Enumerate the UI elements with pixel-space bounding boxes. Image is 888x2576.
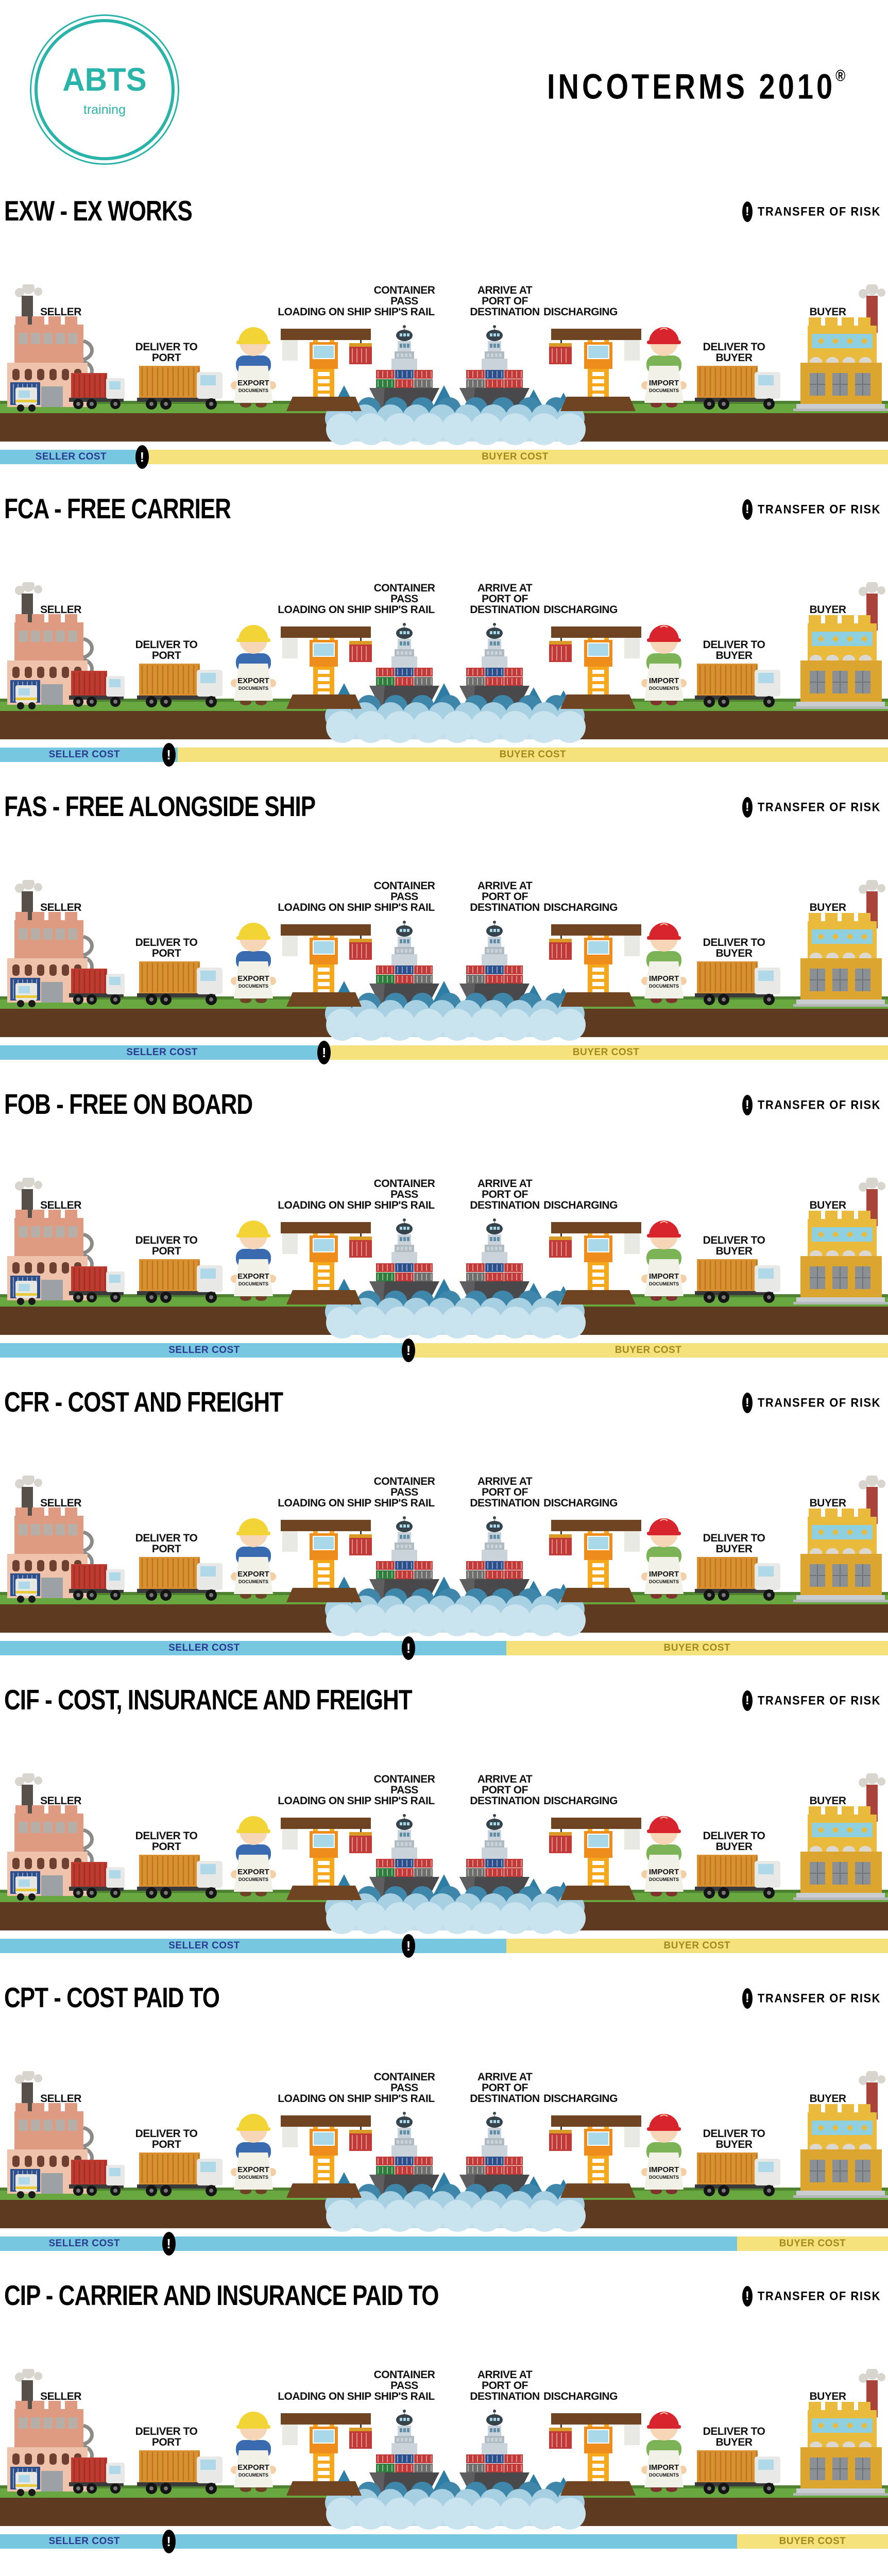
incoterm-title: CIP - CARRIER AND INSURANCE PAID TO <box>4 2280 439 2312</box>
incoterm-scene <box>0 284 888 445</box>
seller-cost-label: SELLER COST <box>48 749 121 760</box>
registered-mark: ® <box>835 66 846 85</box>
seller-cost-label: SELLER COST <box>48 2536 121 2547</box>
seller-cost-segment <box>0 1045 325 1060</box>
incoterm-title: FAS - FREE ALONGSIDE SHIP <box>4 791 316 823</box>
incoterm-scene <box>0 1178 888 1338</box>
cost-bar: SELLER COST BUYER COST ! <box>0 2530 888 2553</box>
transfer-of-risk-legend: ! TRANSFER OF RISK <box>742 2286 881 2307</box>
transfer-of-risk-label: TRANSFER OF RISK <box>757 1097 881 1112</box>
risk-marker: ! <box>402 1338 416 1362</box>
incoterm-scene <box>0 2071 888 2232</box>
page-header: ABTS training INCOTERMS 2010® <box>0 0 888 193</box>
risk-marker: ! <box>135 445 149 469</box>
seller-cost-label: SELLER COST <box>48 2238 121 2249</box>
exclamation-icon: ! <box>742 797 753 818</box>
risk-marker: ! <box>162 2530 176 2553</box>
page-title: INCOTERMS 2010® <box>547 66 846 107</box>
incoterm-scene <box>0 1773 888 1934</box>
buyer-cost-label: BUYER COST <box>614 1345 682 1355</box>
seller-cost-label: SELLER COST <box>168 1345 240 1355</box>
buyer-cost-label: BUYER COST <box>663 1642 731 1653</box>
transfer-of-risk-label: TRANSFER OF RISK <box>757 502 881 517</box>
transfer-of-risk-label: TRANSFER OF RISK <box>757 800 881 815</box>
risk-marker: ! <box>317 1041 331 1064</box>
cost-bar: SELLER COST BUYER COST ! <box>0 743 888 767</box>
incoterm-row: CIP - CARRIER AND INSURANCE PAID TO ! TR… <box>0 2278 888 2575</box>
cost-bar: SELLER COST BUYER COST ! <box>0 1041 888 1064</box>
transfer-of-risk-legend: ! TRANSFER OF RISK <box>742 1095 881 1115</box>
transfer-of-risk-label: TRANSFER OF RISK <box>757 1693 881 1708</box>
seller-cost-label: SELLER COST <box>35 451 107 462</box>
risk-marker: ! <box>402 1636 416 1660</box>
abts-logo: ABTS training <box>30 14 179 165</box>
incoterm-title: CFR - COST AND FREIGHT <box>4 1386 283 1418</box>
seller-cost-segment <box>0 1939 506 1953</box>
incoterm-scene <box>0 880 888 1041</box>
seller-cost-segment <box>0 748 178 762</box>
transfer-of-risk-label: TRANSFER OF RISK <box>757 1395 881 1410</box>
incoterm-row: FOB - FREE ON BOARD ! TRANSFER OF RISK S… <box>0 1087 888 1384</box>
transfer-of-risk-legend: ! TRANSFER OF RISK <box>742 1690 881 1711</box>
seller-cost-label: SELLER COST <box>126 1047 198 1058</box>
cost-bar: SELLER COST BUYER COST ! <box>0 1338 888 1362</box>
seller-cost-label: SELLER COST <box>168 1642 240 1653</box>
cost-bar: SELLER COST BUYER COST ! <box>0 1636 888 1660</box>
incoterm-row: CPT - COST PAID TO ! TRANSFER OF RISK SE… <box>0 1980 888 2278</box>
incoterm-title: FOB - FREE ON BOARD <box>4 1089 253 1121</box>
incoterm-title: CIF - COST, INSURANCE AND FREIGHT <box>4 1684 413 1716</box>
transfer-of-risk-legend: ! TRANSFER OF RISK <box>742 797 881 818</box>
exclamation-icon: ! <box>742 1393 753 1413</box>
incoterm-row: FAS - FREE ALONGSIDE SHIP ! TRANSFER OF … <box>0 789 888 1087</box>
exclamation-icon: ! <box>742 201 753 222</box>
exclamation-icon: ! <box>742 1988 753 2009</box>
transfer-of-risk-legend: ! TRANSFER OF RISK <box>742 201 881 222</box>
abts-logo-text: ABTS <box>62 61 147 98</box>
buyer-cost-label: BUYER COST <box>663 1940 731 1951</box>
buyer-cost-label: BUYER COST <box>779 2238 846 2249</box>
risk-marker: ! <box>162 743 176 767</box>
incoterm-row: CFR - COST AND FREIGHT ! TRANSFER OF RIS… <box>0 1384 888 1682</box>
exclamation-icon: ! <box>742 499 753 520</box>
seller-cost-label: SELLER COST <box>168 1940 240 1951</box>
risk-marker: ! <box>162 2232 176 2256</box>
seller-cost-segment <box>0 1343 409 1358</box>
seller-cost-segment <box>0 1641 506 1655</box>
exclamation-icon: ! <box>742 2286 753 2307</box>
transfer-of-risk-label: TRANSFER OF RISK <box>757 1991 881 2006</box>
transfer-of-risk-label: TRANSFER OF RISK <box>757 2289 881 2303</box>
transfer-of-risk-legend: ! TRANSFER OF RISK <box>742 1988 881 2009</box>
incoterm-row: FCA - FREE CARRIER ! TRANSFER OF RISK SE… <box>0 491 888 789</box>
incoterm-scene <box>0 2369 888 2530</box>
seller-cost-segment <box>0 2236 737 2251</box>
buyer-cost-label: BUYER COST <box>482 451 549 462</box>
cost-bar: SELLER COST BUYER COST ! <box>0 1934 888 1958</box>
exclamation-icon: ! <box>742 1095 753 1115</box>
incoterm-title: CPT - COST PAID TO <box>4 1982 220 2014</box>
buyer-cost-label: BUYER COST <box>779 2536 846 2547</box>
abts-logo-ring: ABTS training <box>35 19 175 160</box>
incoterm-scene <box>0 582 888 743</box>
incoterm-title: EXW - EX WORKS <box>4 195 193 227</box>
abts-logo-subtext: training <box>83 103 126 117</box>
incoterm-row: EXW - EX WORKS ! TRANSFER OF RISK SELLER… <box>0 193 888 491</box>
incoterm-title: FCA - FREE CARRIER <box>4 493 231 525</box>
seller-cost-segment <box>0 2534 737 2549</box>
cost-bar: SELLER COST BUYER COST ! <box>0 445 888 469</box>
transfer-of-risk-label: TRANSFER OF RISK <box>757 204 881 219</box>
seller-cost-segment <box>0 450 142 464</box>
incoterm-scene <box>0 1476 888 1636</box>
buyer-cost-label: BUYER COST <box>499 749 567 760</box>
cost-bar: SELLER COST BUYER COST ! <box>0 2232 888 2256</box>
risk-marker: ! <box>402 1934 416 1958</box>
buyer-cost-label: BUYER COST <box>572 1047 640 1058</box>
incoterm-rows: EXW - EX WORKS ! TRANSFER OF RISK SELLER… <box>0 193 888 2576</box>
incoterm-row: CIF - COST, INSURANCE AND FREIGHT ! TRAN… <box>0 1682 888 1980</box>
transfer-of-risk-legend: ! TRANSFER OF RISK <box>742 1393 881 1413</box>
exclamation-icon: ! <box>742 1690 753 1711</box>
transfer-of-risk-legend: ! TRANSFER OF RISK <box>742 499 881 520</box>
